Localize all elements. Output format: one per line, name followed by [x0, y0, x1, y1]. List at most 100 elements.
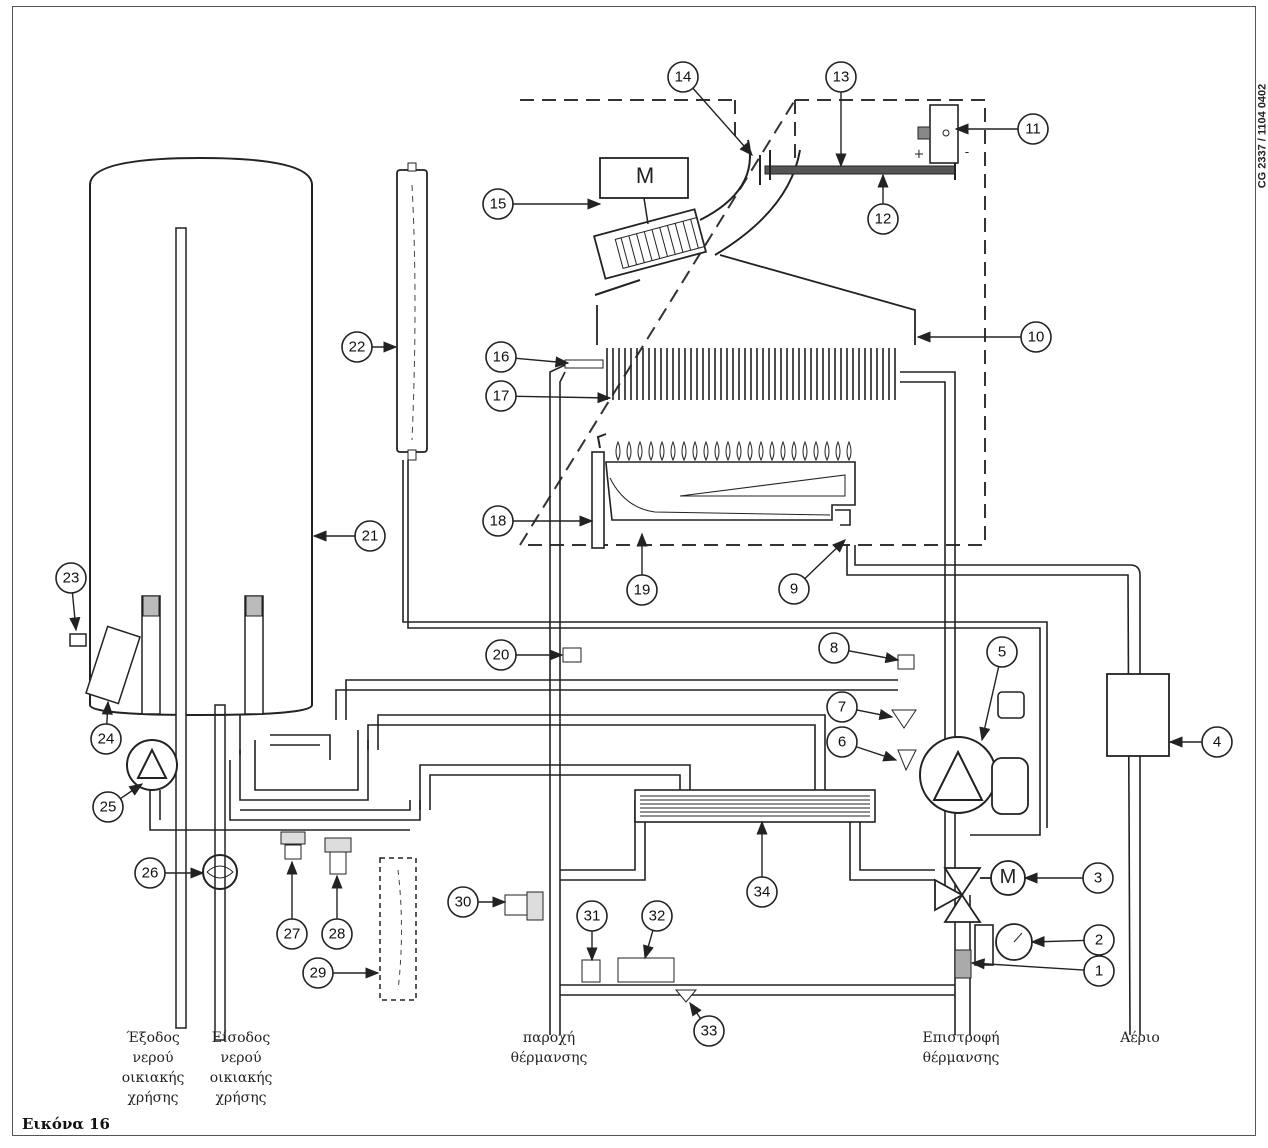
- callout-number: 13: [833, 69, 850, 86]
- flame: [692, 440, 698, 462]
- callout-number: 16: [493, 349, 510, 366]
- dhw-pump: [126, 739, 178, 791]
- callout-29: 29: [302, 957, 380, 989]
- callout-27: 27: [276, 860, 308, 950]
- callout-leader: [689, 1001, 702, 1019]
- callout-leader: [120, 783, 144, 800]
- flow-sensor-30: [504, 894, 528, 916]
- check-valve: [891, 709, 917, 729]
- callout-number: 29: [310, 965, 327, 982]
- callout-15: 15: [482, 188, 602, 220]
- heating-flow-label: παροχή θέρμανσης: [510, 1030, 588, 1066]
- callout-number: 5: [998, 644, 1006, 661]
- tank-sensor-left: [141, 595, 161, 715]
- figure-caption: Εικόνα 16: [22, 1115, 110, 1133]
- callout-leader: [643, 930, 654, 960]
- flame: [802, 440, 808, 462]
- callout-number: 23: [63, 570, 80, 587]
- air-pressure-tube: [764, 165, 956, 175]
- gas-valve: [1106, 673, 1170, 757]
- flame: [681, 440, 687, 462]
- callout-10: 10: [916, 321, 1052, 353]
- callout-33: 33: [689, 1001, 725, 1047]
- callout-9: 9: [778, 539, 847, 605]
- callout-leader: [856, 746, 898, 762]
- callout-number: 20: [493, 647, 510, 664]
- callout-number: 11: [1025, 121, 1041, 138]
- flame: [659, 440, 665, 462]
- callout-30: 30: [447, 886, 507, 918]
- callout-number: 1: [1095, 963, 1103, 980]
- main-heat-exchanger: [564, 348, 896, 400]
- flame: [769, 440, 775, 462]
- callout-3: 3: [1023, 862, 1114, 894]
- figure-frame: [12, 6, 1256, 1136]
- flame: [670, 440, 676, 462]
- callout-2: 2: [1030, 924, 1115, 956]
- flame: [835, 440, 841, 462]
- minus-sign: -: [964, 145, 970, 160]
- callout-25: 25: [92, 783, 144, 823]
- callout-leader: [848, 650, 900, 664]
- plus-sign: +: [913, 147, 925, 162]
- callout-28: 28: [321, 874, 353, 950]
- callout-19: 19: [626, 532, 658, 606]
- dhw-outlet-label: Έξοδος νερού οικιακής χρήσης: [121, 1030, 185, 1106]
- expansion-vessel-heating: [379, 857, 417, 1001]
- piping: [149, 364, 1141, 1036]
- return-filter: [954, 949, 972, 979]
- safety-valve: [280, 831, 306, 860]
- callout-17: 17: [485, 380, 612, 412]
- pressure-reducer: [324, 837, 352, 875]
- flame: [813, 440, 819, 462]
- callout-number: 33: [701, 1023, 718, 1040]
- plate-heat-exchanger: [634, 789, 876, 823]
- flue-hood: [596, 254, 916, 345]
- flame: [758, 440, 764, 462]
- temperature-probe: [562, 647, 582, 663]
- flame: [615, 440, 621, 462]
- expansion-vessel-dhw: [396, 169, 428, 453]
- burner-flames: [615, 440, 852, 462]
- flame: [791, 440, 797, 462]
- dhw-inlet-label: Είσοδος νερού οικιακής χρήσης: [209, 1030, 273, 1106]
- callout-number: 12: [875, 211, 892, 228]
- diverter-valve: [934, 860, 1026, 923]
- callout-22: 22: [341, 331, 398, 363]
- callout-number: 25: [100, 799, 117, 816]
- flame: [747, 440, 753, 462]
- callout-number: 18: [490, 513, 507, 530]
- callout-11: 11: [954, 113, 1049, 145]
- callout-21: 21: [312, 520, 386, 552]
- callout-number: 32: [649, 908, 666, 925]
- callout-31: 31: [576, 900, 608, 962]
- flame: [637, 440, 643, 462]
- dhw-flow-sensor: [202, 704, 238, 1041]
- callout-12: 12: [867, 173, 899, 235]
- callout-number: 17: [493, 388, 510, 405]
- tank-anode: [85, 625, 141, 705]
- fan-assembly: [592, 157, 708, 280]
- flame: [703, 440, 709, 462]
- callout-number: 28: [329, 926, 346, 943]
- callout-number: 4: [1213, 734, 1221, 751]
- callout-leader: [515, 356, 570, 368]
- callout-number: 14: [675, 69, 692, 86]
- bypass-valve: [897, 654, 915, 670]
- callout-24: 24: [90, 700, 122, 755]
- callout-number: 24: [98, 731, 115, 748]
- flame: [780, 440, 786, 462]
- flame: [648, 440, 654, 462]
- tank-draw-tube: [175, 227, 187, 1029]
- gas-nozzle: [835, 509, 851, 526]
- callout-number: 21: [362, 528, 379, 545]
- callout-14: 14: [667, 61, 753, 157]
- callout-7: 7: [826, 691, 894, 723]
- document-code: CG 2337 / 1104 0402: [1256, 83, 1268, 189]
- pressure-gauge: [974, 923, 1033, 966]
- callout-13: 13: [825, 61, 857, 168]
- callout-number: 15: [490, 196, 507, 213]
- valve-motor-label: M: [999, 866, 1017, 888]
- callout-number: 10: [1028, 329, 1045, 346]
